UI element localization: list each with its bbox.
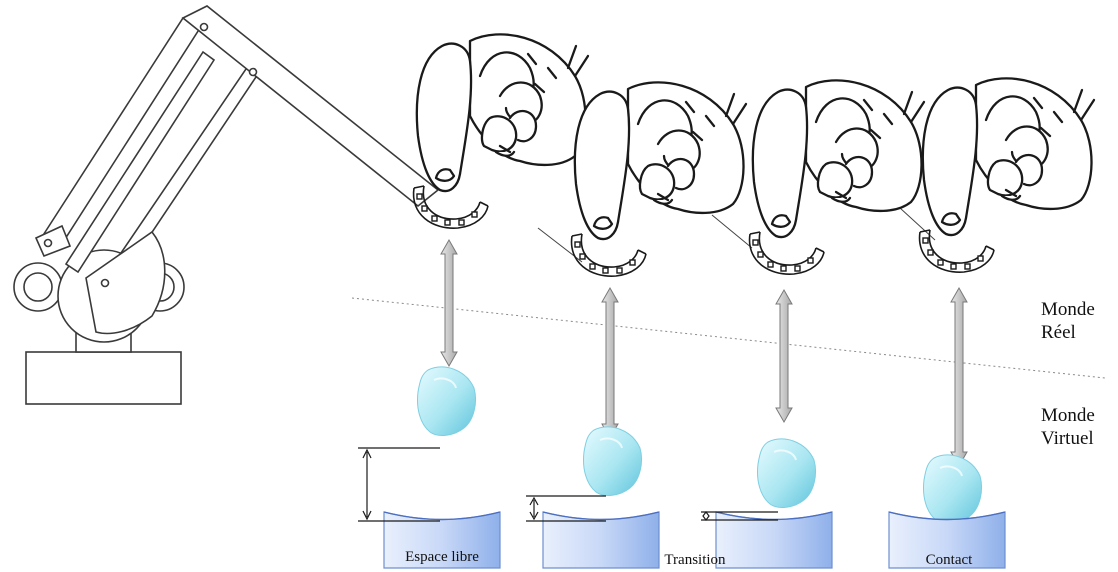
label-virtual-world-line1: Monde [1041, 405, 1095, 426]
coupling-arrow-transition-2 [775, 288, 793, 424]
coupling-arrows [440, 238, 968, 468]
label-virtual-world: Monde Virtuel [1041, 404, 1095, 450]
label-real-world: Monde Réel [1041, 298, 1095, 344]
distance-marker-free [358, 447, 440, 522]
label-real-world-line1: Monde [1041, 299, 1095, 320]
hand-thimble-transition-2 [748, 79, 926, 276]
distance-marker-transition-1 [526, 495, 606, 522]
label-real-world-line2: Réel [1041, 322, 1076, 343]
hand-thimble-free [412, 33, 590, 230]
virtual-fingertip-transition-2 [756, 437, 817, 509]
hand-thimble-contact [918, 77, 1096, 274]
virtual-fingertip-transition-1 [582, 425, 643, 497]
virtual-fingertip-free [416, 365, 477, 437]
distance-marker-transition-2 [701, 511, 778, 521]
caption-free-space: Espace libre [405, 549, 479, 565]
hand-thimble-transition-1 [570, 81, 748, 278]
coupling-arrow-transition-1 [601, 286, 619, 440]
robot-link-upper [38, 16, 202, 252]
haptic-robot-arm [13, 5, 440, 405]
coupling-arrow-contact [950, 286, 968, 468]
robot-base [25, 351, 182, 405]
caption-contact: Contact [925, 552, 973, 568]
virtual-fingertip-contact [922, 453, 983, 525]
label-virtual-world-line2: Virtuel [1041, 428, 1094, 449]
world-separator-line [351, 297, 1106, 379]
coupling-arrow-free [440, 238, 458, 368]
caption-transition: Transition [664, 552, 726, 568]
